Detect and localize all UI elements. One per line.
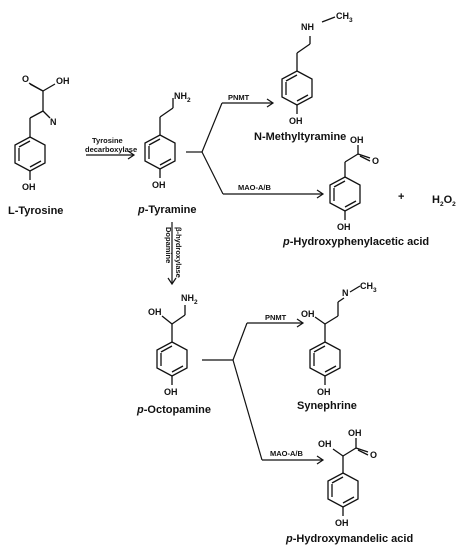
phpa-oxo-o: O [372,156,379,166]
p-hydroxymandelic-acid-structure: OH OH O OH [318,428,377,528]
phpa-phenol-oh: OH [337,222,351,232]
l-tyrosine-label: L-Tyrosine [8,205,63,217]
synephrine-structure: OH N CH3 OH [301,281,377,397]
tyr-acid-oh: OH [56,76,70,86]
phma-oxo-o: O [370,450,377,460]
synephrine-ch3: CH3 [360,281,377,294]
enzyme-dbh-line1: Dopamine [164,227,173,263]
synephrine-n: N [342,288,349,298]
synephrine-phenol-oh: OH [317,387,331,397]
tyr-amine-n: N [50,117,57,127]
tyr-oxo-o: O [22,74,29,84]
phma-acid-oh: OH [348,428,362,438]
l-tyrosine-structure: O OH N OH [14,74,70,192]
enzyme-tyrosine-decarboxylase-line1: Tyrosine [92,136,123,145]
enzyme-dbh-line2: β-hydroxylase [174,227,183,278]
enzyme-tyrosine-decarboxylase-line2: decarboxylase [85,145,137,154]
p-octopamine-label: p-Octopamine [136,404,211,416]
phma-phenol-oh: OH [335,518,349,528]
tyr-phenol-oh: OH [22,182,36,192]
p-tyramine-structure: NH2 OH [144,91,191,190]
synephrine-label: Synephrine [297,400,357,412]
hydrogen-peroxide-label: H2O2 [432,194,456,208]
enzyme-pnmt-bottom: PNMT [265,313,287,322]
p-hydroxymandelic-acid-label: p-Hydroxymandelic acid [285,533,413,545]
enzyme-maoab-top: MAO-A/B [238,183,271,192]
phma-alpha-oh: OH [318,439,332,449]
octopamine-beta-oh: OH [148,307,162,317]
synephrine-beta-oh: OH [301,309,315,319]
octopamine-phenol-oh: OH [164,387,178,397]
tyramine-phenol-oh: OH [152,180,166,190]
octopamine-nh2: NH2 [181,293,198,306]
plus-sign: + [398,191,404,203]
p-octopamine-structure: OH NH2 OH [148,293,198,397]
nmt-nh: NH [301,22,314,32]
tyramine-nh2: NH2 [174,91,191,104]
p-hydroxyphenylacetic-acid-label: p-Hydroxyphenylacetic acid [282,236,429,248]
enzyme-maoab-bottom: MAO-A/B [270,449,303,458]
n-methyltyramine-structure: NH CH3 OH [281,11,353,126]
p-hydroxyphenylacetic-acid-structure: OH O OH [329,135,379,232]
enzyme-pnmt-top: PNMT [228,93,250,102]
p-tyramine-label: p-Tyramine [137,204,197,216]
nmt-ch3: CH3 [336,11,353,24]
n-methyltyramine-label: N-Methyltyramine [254,131,346,143]
nmt-phenol-oh: OH [289,116,303,126]
phpa-acid-oh: OH [350,135,364,145]
